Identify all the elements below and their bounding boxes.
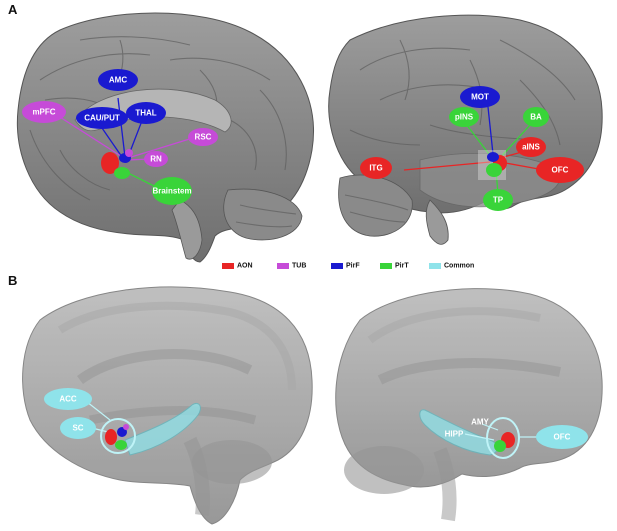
region-rn-label: RN xyxy=(150,155,162,164)
region-thal xyxy=(126,102,166,124)
line-mpfc xyxy=(51,111,125,159)
seed-ring-r xyxy=(486,417,520,459)
line-hipp xyxy=(464,433,495,441)
region-pins xyxy=(449,107,479,127)
labels-a-right: MOT pINS BA aINS ITG OFC TP xyxy=(360,86,584,211)
panel-label-b: B xyxy=(8,273,17,288)
seed-cluster-b-left xyxy=(100,418,136,454)
panel-label-a: A xyxy=(8,2,18,17)
seed-cluster-b-right xyxy=(486,417,520,459)
glass-brain-b-right xyxy=(335,288,603,522)
region-amc-label: AMC xyxy=(109,76,127,85)
line-caup xyxy=(101,127,123,158)
line-itg xyxy=(403,161,491,171)
region-ofc xyxy=(536,157,584,183)
labels-a-left: AMC mPFC CAU/PUT THAL RSC RN Brainstem xyxy=(22,69,218,205)
seed-pirt-br xyxy=(494,440,506,452)
common-hippocampus-b-right xyxy=(419,409,498,456)
region-ofc-label: OFC xyxy=(552,166,569,175)
seed-pirt-r xyxy=(486,163,502,177)
legend: AON TUB PirF PirT Common xyxy=(222,263,474,270)
legend-swatch-aon xyxy=(222,263,234,269)
region-thal-label: THAL xyxy=(135,109,156,118)
legend-swatch-pirf xyxy=(331,263,343,269)
legend-label-pirf: PirF xyxy=(346,263,360,270)
region-mpfc-label: mPFC xyxy=(32,108,55,117)
region-acc xyxy=(44,388,92,410)
seed-tub-bl xyxy=(123,424,129,430)
seed-aon xyxy=(101,152,119,174)
region-itg-label: ITG xyxy=(369,164,382,173)
legend-label-pirt: PirT xyxy=(395,263,409,270)
legend-swatch-common xyxy=(429,263,441,269)
region-amc xyxy=(98,69,138,91)
line-mot xyxy=(487,106,494,155)
region-mpfc xyxy=(22,101,66,123)
region-rsc-label: RSC xyxy=(195,133,212,142)
region-tp xyxy=(483,189,513,211)
region-rsc xyxy=(188,128,218,146)
legend-label-common: Common xyxy=(444,263,474,270)
legend-label-tub: TUB xyxy=(292,263,306,270)
connections-a-right xyxy=(403,106,545,195)
brain-medial-a xyxy=(16,12,314,263)
seed-cluster-a-right xyxy=(478,150,507,180)
seed-cluster-a-left xyxy=(101,149,133,179)
region-caup xyxy=(76,107,128,129)
line-ba xyxy=(497,123,532,161)
region-rn xyxy=(144,151,168,167)
seed-pirf-r xyxy=(487,152,499,162)
seed-pirt-bl xyxy=(115,440,127,450)
seed-aon-bl xyxy=(105,429,117,445)
region-sc xyxy=(60,417,96,439)
region-brainstem xyxy=(152,177,192,205)
region-ofc-b-label: OFC xyxy=(554,433,571,442)
common-hippocampus-b-left xyxy=(124,402,201,456)
region-itg xyxy=(360,157,392,179)
region-pins-label: pINS xyxy=(455,113,474,122)
region-brainstem-label: Brainstem xyxy=(152,187,191,196)
region-ba xyxy=(523,107,549,127)
region-ains xyxy=(516,137,546,157)
region-tp-label: TP xyxy=(493,196,504,205)
legend-swatch-tub xyxy=(277,263,289,269)
line-pins xyxy=(465,123,493,159)
brain-lateral-a xyxy=(328,14,603,245)
labels-b-left: ACC SC xyxy=(44,388,96,439)
region-ba-label: BA xyxy=(530,113,542,122)
legend-swatch-pirt xyxy=(380,263,392,269)
labels-b-right: AMY HIPP OFC xyxy=(445,418,588,449)
region-amy-label: AMY xyxy=(471,418,489,427)
region-mot xyxy=(460,86,500,108)
region-ofc-b xyxy=(536,425,588,449)
region-mot-label: MOT xyxy=(471,93,489,102)
seed-pirt xyxy=(114,167,130,179)
line-rsc xyxy=(127,136,197,159)
region-sc-label: SC xyxy=(72,424,83,433)
region-ains-label: aINS xyxy=(522,143,540,152)
seed-ring xyxy=(100,418,136,454)
region-caup-label: CAU/PUT xyxy=(84,114,120,123)
region-hipp-label: HIPP xyxy=(445,430,464,439)
glass-brain-b-left xyxy=(22,286,313,525)
seed-tub xyxy=(125,149,133,157)
region-acc-label: ACC xyxy=(59,395,77,404)
legend-label-aon: AON xyxy=(237,263,253,270)
line-amc xyxy=(117,97,126,158)
